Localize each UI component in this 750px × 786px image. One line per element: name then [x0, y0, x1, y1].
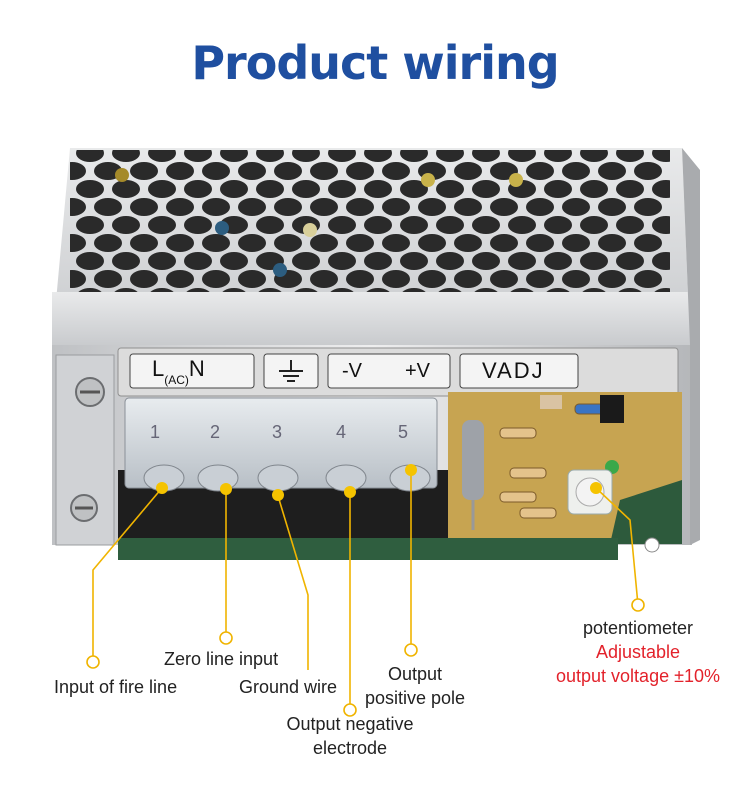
ground-symbol-icon	[279, 360, 303, 382]
callout-potentiometer: potentiometer Adjustable output voltage …	[538, 616, 738, 688]
terminal-number-2: 2	[210, 422, 221, 442]
callout-fire-line: Input of fire line	[54, 677, 178, 697]
callout-potentiometer-line1: Adjustable	[595, 642, 681, 662]
callout-output-negative-line2: electrode	[312, 738, 388, 758]
callout-potentiometer-title: potentiometer	[582, 618, 694, 638]
terminal-number-1: 1	[150, 422, 161, 442]
callout-output-negative-line1: Output negative	[286, 714, 414, 734]
terminal-number-5: 5	[398, 422, 409, 442]
callout-output-positive-line1: Output	[387, 664, 443, 684]
callout-ground-wire: Ground wire	[239, 677, 338, 697]
panel-vadj-label: VADJ	[482, 358, 545, 383]
callout-potentiometer-line2: output voltage ±10%	[556, 666, 720, 686]
panel-minus-v-label: -V	[342, 360, 362, 382]
callout-output-negative: Output negative electrode	[270, 712, 430, 760]
callout-output-positive-line2: positive pole	[364, 688, 466, 708]
callout-output-positive: Output positive pole	[345, 662, 485, 710]
page-title: Product wiring	[191, 36, 559, 90]
panel-l-label: L(AC)N	[152, 356, 205, 387]
callout-zero-line: Zero line input	[164, 649, 279, 669]
panel-plus-v-label: +V	[405, 360, 431, 382]
terminal-number-3: 3	[272, 422, 283, 442]
terminal-number-4: 4	[336, 422, 347, 442]
